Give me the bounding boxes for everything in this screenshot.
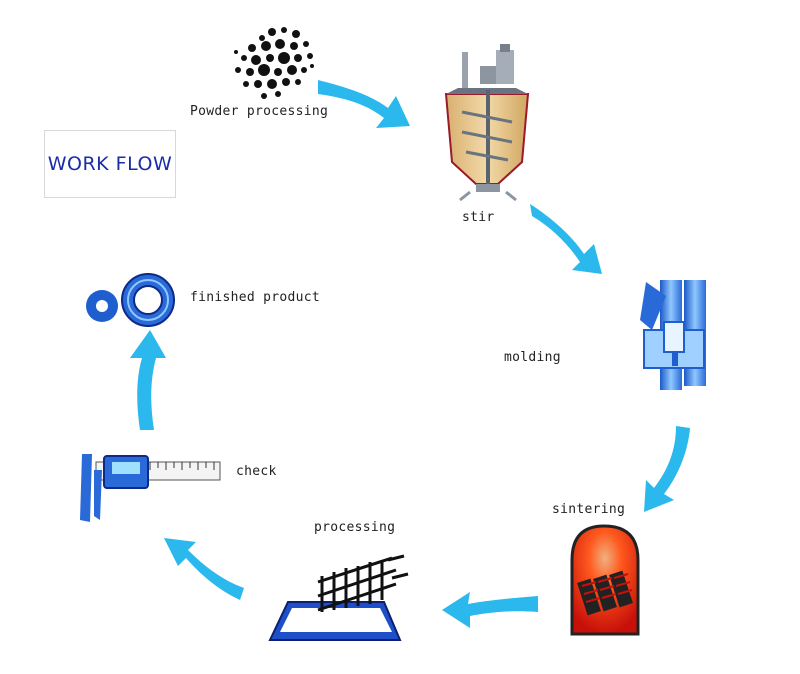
arrow-molding-to-sintering xyxy=(644,426,690,512)
arrow-check-to-finished xyxy=(130,330,166,430)
step-label-finished: finished product xyxy=(190,290,321,305)
step-label-check: check xyxy=(236,464,277,479)
powder-icon xyxy=(234,27,314,99)
step-label-stir: stir xyxy=(462,210,495,225)
arrow-sintering-to-processing xyxy=(442,592,538,628)
step-label-sintering: sintering xyxy=(552,502,626,517)
processing-machine-icon xyxy=(268,554,409,641)
step-label-powder: Powder processing xyxy=(190,104,329,119)
molding-press-icon xyxy=(640,280,706,390)
arrow-powder-to-stir xyxy=(318,80,410,128)
sintering-furnace-icon xyxy=(570,524,640,636)
step-label-molding: molding xyxy=(504,350,561,365)
arrow-processing-to-check xyxy=(164,538,244,600)
finished-product-icon xyxy=(86,273,175,327)
caliper-icon xyxy=(80,454,221,522)
work-flow-title: WORK FLOW xyxy=(47,153,173,175)
work-flow-title-box: WORK FLOW xyxy=(44,130,176,198)
arrow-stir-to-molding xyxy=(530,204,602,274)
mixing-tank-icon xyxy=(444,44,530,202)
step-label-processing: processing xyxy=(314,520,396,535)
